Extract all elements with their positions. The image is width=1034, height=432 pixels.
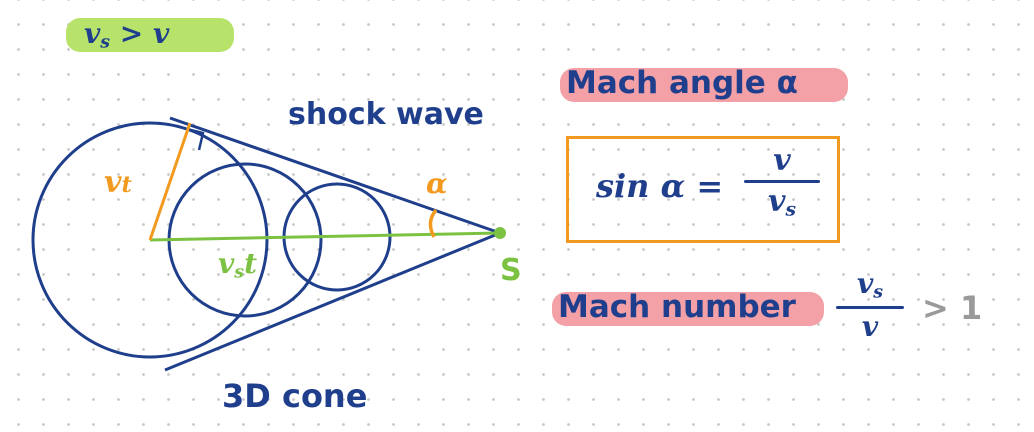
mach-number-title: Mach number bbox=[558, 289, 796, 325]
vt-label: vt bbox=[104, 168, 132, 198]
formula-lhs: sin α = bbox=[596, 167, 724, 205]
mach-number-fraction: vs v bbox=[836, 270, 904, 341]
cone-lower-edge bbox=[164, 231, 501, 372]
formula-numerator: v bbox=[773, 143, 791, 178]
mach-number-numerator-v: v bbox=[856, 267, 874, 300]
right-angle-mark bbox=[182, 126, 205, 151]
condition-highlight bbox=[66, 18, 234, 52]
vst-s: s bbox=[234, 262, 245, 283]
cone-label: 3D cone bbox=[222, 377, 368, 415]
mach-number-numerator-s: s bbox=[873, 282, 884, 303]
vst-label: vst bbox=[218, 250, 257, 282]
mach-number-fraction-bar bbox=[836, 305, 904, 309]
source-label: S bbox=[500, 253, 522, 288]
formula-denominator: vs bbox=[744, 187, 820, 220]
vt-line bbox=[148, 122, 192, 241]
formula-box bbox=[566, 136, 840, 243]
shock-wave-label: shock wave bbox=[288, 97, 484, 132]
vt-v: v bbox=[104, 165, 122, 200]
mach-number-comparison: > 1 bbox=[922, 289, 983, 327]
alpha-label: α bbox=[426, 167, 448, 200]
vst-t: t bbox=[244, 247, 257, 280]
condition-v: v bbox=[84, 17, 101, 50]
formula-fraction-bar bbox=[744, 180, 820, 183]
condition-rest: > v bbox=[110, 17, 170, 50]
formula-denominator-s: s bbox=[785, 199, 796, 221]
mach-number-numerator: vs bbox=[836, 270, 904, 302]
vst-v: v bbox=[218, 247, 235, 280]
vt-t: t bbox=[121, 172, 132, 198]
alpha-arc bbox=[428, 208, 438, 238]
wavefront-large bbox=[31, 121, 269, 359]
formula-denominator-v: v bbox=[768, 184, 786, 219]
mach-number-highlight bbox=[552, 292, 824, 326]
mach-number-denominator: v bbox=[861, 309, 879, 343]
source-dot bbox=[494, 227, 506, 239]
vst-line bbox=[149, 231, 501, 242]
condition-sub: s bbox=[100, 32, 111, 53]
mach-angle-highlight bbox=[560, 68, 848, 102]
condition-label: vs > v bbox=[84, 20, 169, 52]
cone-upper-edge bbox=[169, 116, 501, 235]
formula-fraction: v vs bbox=[744, 146, 820, 220]
mach-angle-title: Mach angle α bbox=[566, 65, 798, 101]
